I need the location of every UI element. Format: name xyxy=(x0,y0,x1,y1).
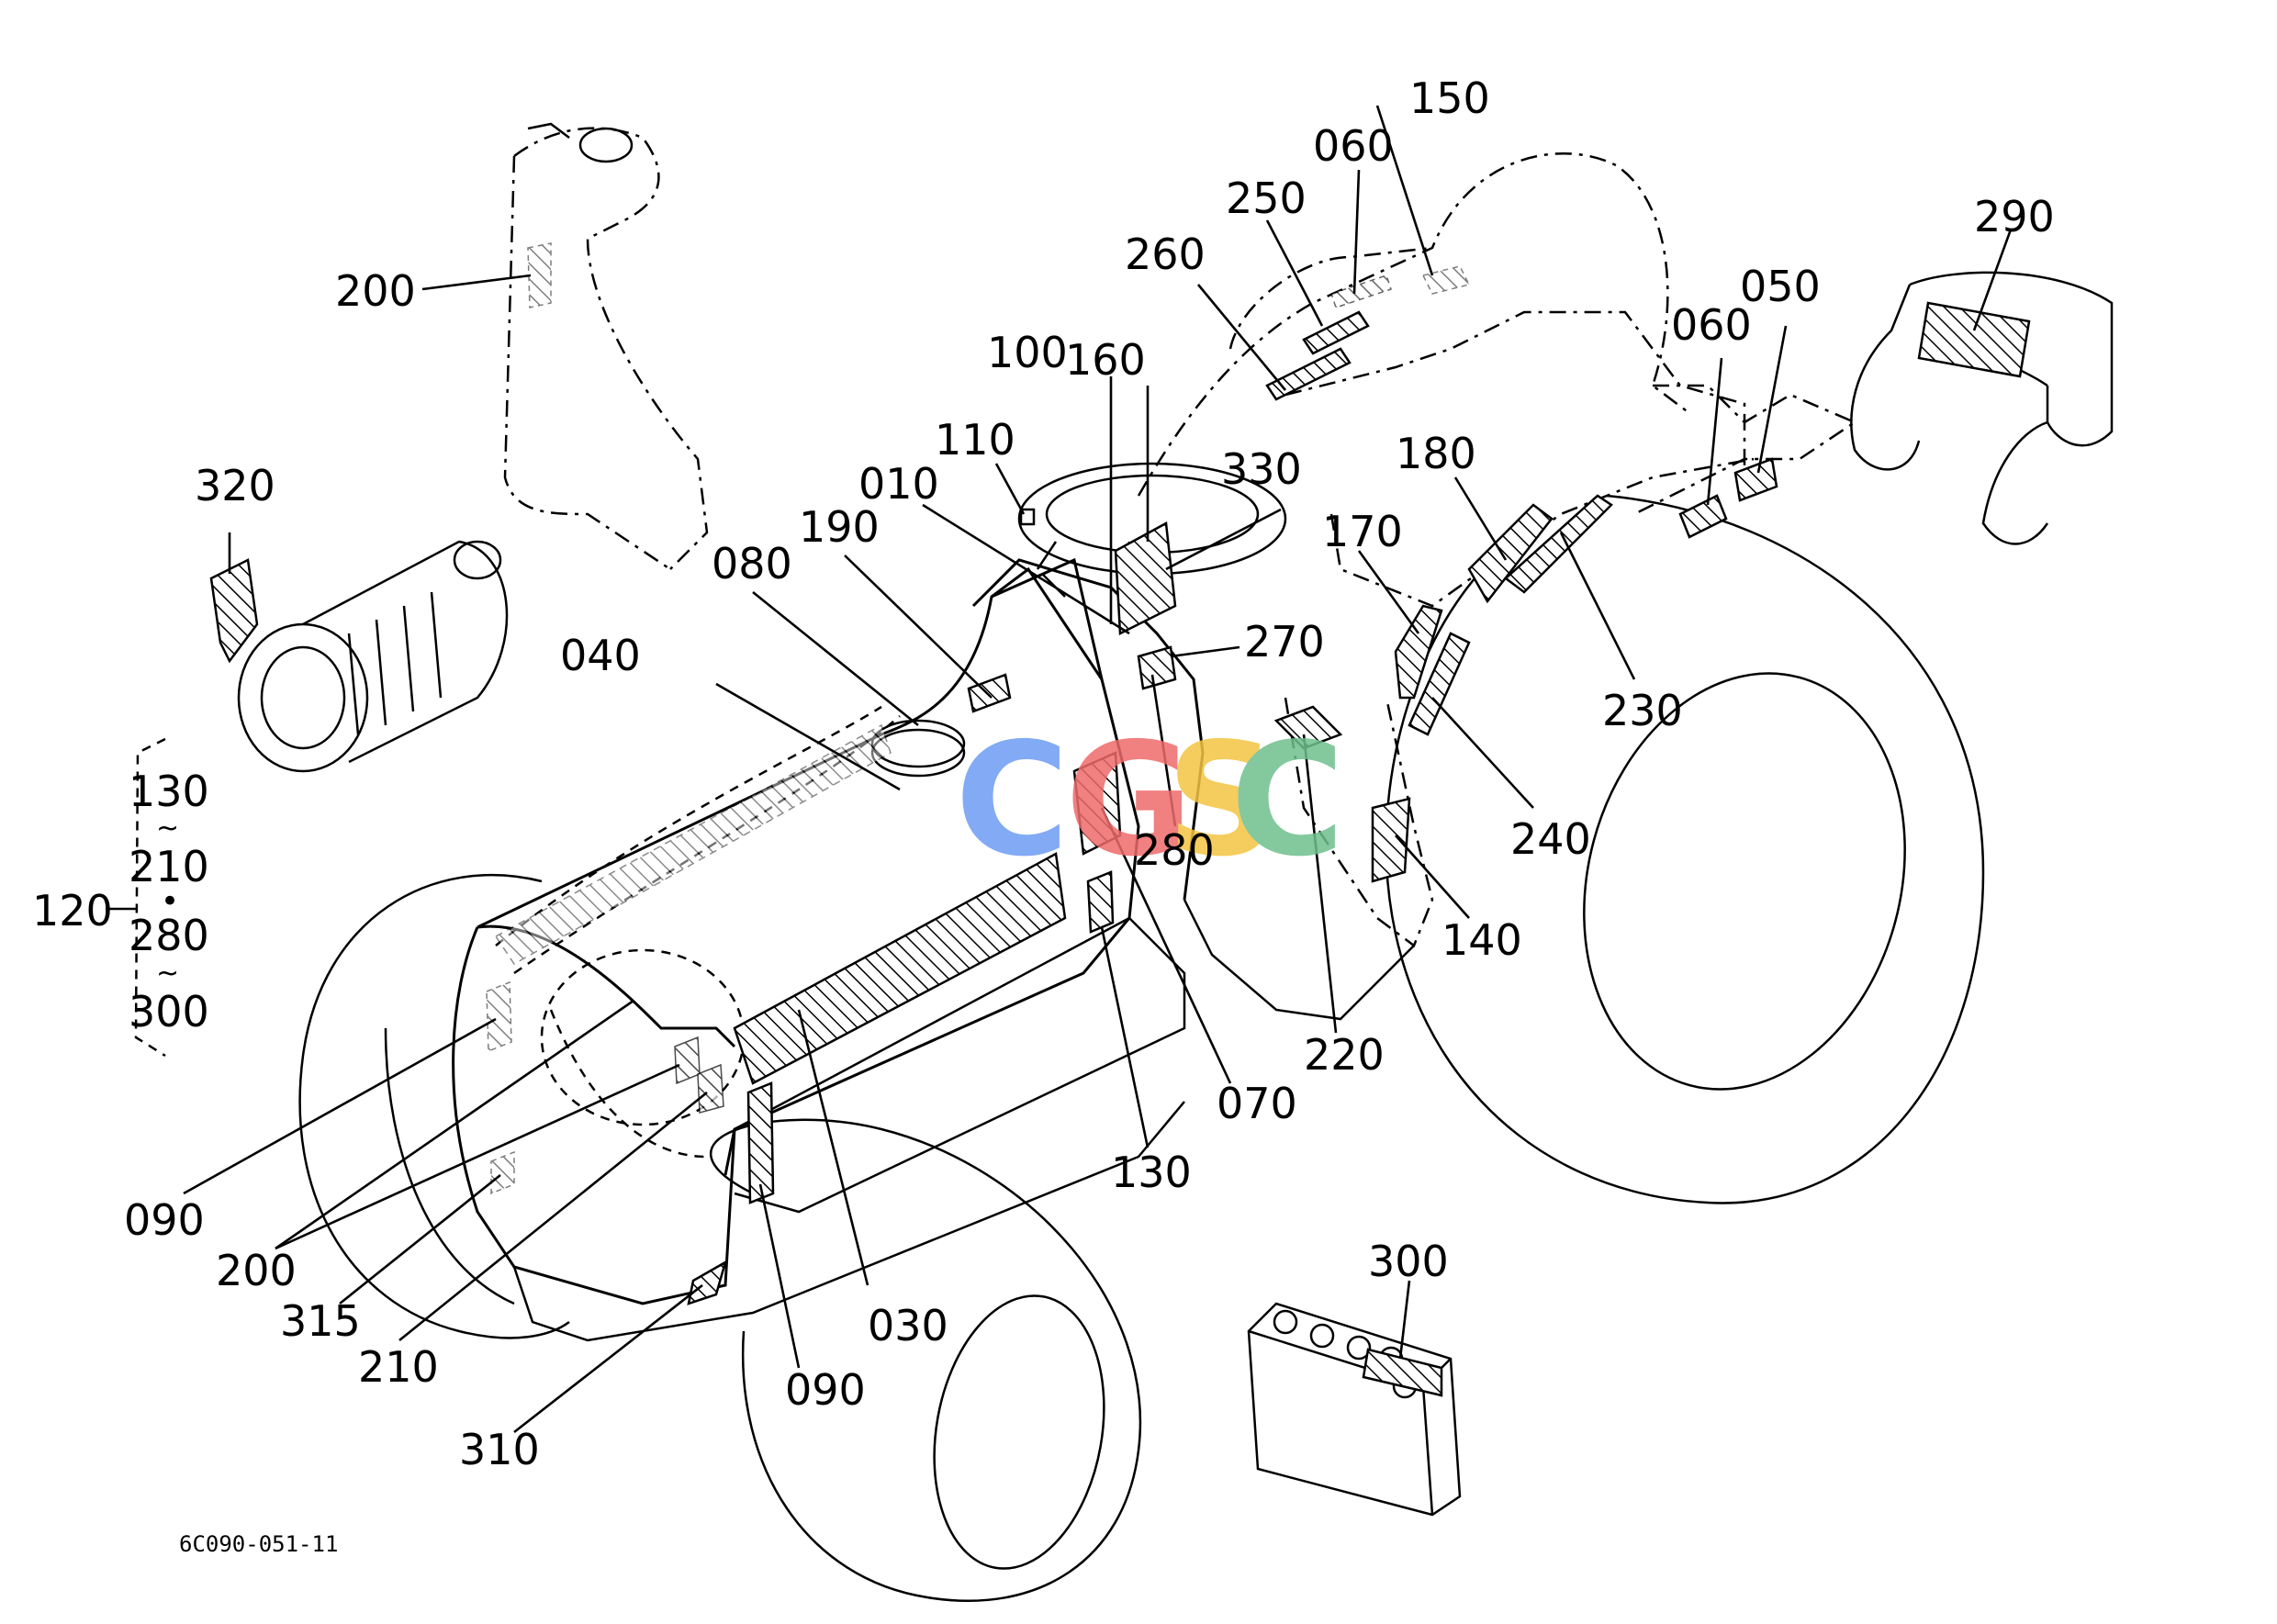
label-050: 050 xyxy=(1740,262,1821,311)
watermark-letter-4: C xyxy=(1230,710,1345,891)
front-right-wheel xyxy=(710,1118,1141,1602)
decal-140 xyxy=(1371,797,1411,883)
label-200-front: 200 xyxy=(216,1246,297,1295)
decal-070 xyxy=(1072,751,1122,856)
air-cleaner xyxy=(237,540,509,773)
decal-290 xyxy=(1917,301,2031,378)
label-040: 040 xyxy=(560,631,641,680)
label-270: 270 xyxy=(1244,617,1325,666)
group-range-tilde-2: ~ xyxy=(156,958,179,990)
decal-060-top xyxy=(1330,274,1392,308)
decal-180 xyxy=(1467,503,1554,604)
label-100: 100 xyxy=(987,328,1068,377)
label-010: 010 xyxy=(858,459,939,509)
label-080: 080 xyxy=(712,539,792,588)
decal-220 xyxy=(1273,705,1343,750)
label-190: 190 xyxy=(799,502,880,552)
label-330: 330 xyxy=(1221,444,1302,494)
rear-right-wheel xyxy=(1385,494,1985,1204)
rops-frame xyxy=(503,122,709,571)
label-110: 110 xyxy=(935,415,1015,465)
decals xyxy=(209,242,2031,1397)
label-200-rops: 200 xyxy=(335,266,416,316)
decal-230 xyxy=(1504,494,1613,594)
group-item-210: 210 xyxy=(129,842,209,891)
label-310: 310 xyxy=(459,1425,540,1474)
group-bullet: • xyxy=(161,883,179,920)
decal-150 xyxy=(1421,265,1471,295)
label-090-front: 090 xyxy=(785,1365,866,1415)
group-item-130: 130 xyxy=(129,767,209,816)
label-315: 315 xyxy=(280,1296,361,1346)
decal-260 xyxy=(1265,347,1352,401)
label-240: 240 xyxy=(1510,814,1591,864)
decal-250 xyxy=(1302,310,1370,355)
label-220: 220 xyxy=(1304,1030,1385,1080)
decal-320 xyxy=(209,558,259,664)
label-130: 130 xyxy=(1111,1148,1192,1197)
group-item-300: 300 xyxy=(129,987,209,1036)
callout-labels: 200 320 150 060 250 260 100 160 110 010 … xyxy=(32,73,2055,1474)
group-120-list: 130 ~ 210 • 280 ~ 300 xyxy=(129,767,209,1036)
decal-050 xyxy=(1733,457,1778,502)
label-160: 160 xyxy=(1065,335,1146,385)
label-300-battery: 300 xyxy=(1368,1237,1449,1286)
label-280: 280 xyxy=(1134,825,1215,875)
label-260: 260 xyxy=(1125,230,1206,279)
label-320: 320 xyxy=(195,461,275,510)
decal-315 xyxy=(490,1150,515,1195)
label-170: 170 xyxy=(1322,507,1403,556)
decal-090-front xyxy=(746,1081,775,1204)
watermark-letter-1: C xyxy=(955,710,1070,891)
decal-090-side xyxy=(486,980,512,1053)
decal-130 xyxy=(1086,870,1115,934)
label-030: 030 xyxy=(868,1301,948,1350)
decal-200-front xyxy=(674,1036,701,1085)
label-290: 290 xyxy=(1974,192,2055,241)
decal-200-rops xyxy=(527,242,552,308)
decal-310 xyxy=(687,1260,728,1305)
label-150: 150 xyxy=(1409,73,1490,123)
label-210: 210 xyxy=(358,1342,439,1392)
label-140: 140 xyxy=(1441,915,1522,965)
group-range-tilde-1: ~ xyxy=(156,812,179,845)
watermark: C G S C xyxy=(955,710,1345,891)
group-item-280: 280 xyxy=(129,911,209,960)
decal-300 xyxy=(1362,1348,1443,1397)
battery xyxy=(1247,1302,1462,1517)
label-060-top: 060 xyxy=(1313,121,1394,171)
label-090-side: 090 xyxy=(124,1195,205,1245)
label-120: 120 xyxy=(32,886,113,935)
label-230: 230 xyxy=(1602,686,1683,735)
decal-280 xyxy=(1137,645,1177,690)
label-180: 180 xyxy=(1396,429,1476,478)
drawing-code: 6C090-051-11 xyxy=(179,1531,338,1557)
decal-240 xyxy=(1408,632,1471,736)
label-250: 250 xyxy=(1226,174,1307,223)
decal-170 xyxy=(1394,604,1443,700)
leader-lines xyxy=(106,105,2013,1434)
label-060-rear: 060 xyxy=(1671,300,1752,350)
watermark-letter-3: S xyxy=(1166,710,1278,891)
decal-060-rear xyxy=(1678,494,1728,539)
watermark-letter-2: G xyxy=(1065,710,1194,891)
decal-040 xyxy=(494,723,892,965)
decal-210 xyxy=(697,1063,724,1114)
label-070: 070 xyxy=(1217,1079,1297,1128)
decal-190 xyxy=(967,673,1012,713)
decal-160 xyxy=(1114,521,1177,635)
decal-030 xyxy=(733,852,1067,1085)
